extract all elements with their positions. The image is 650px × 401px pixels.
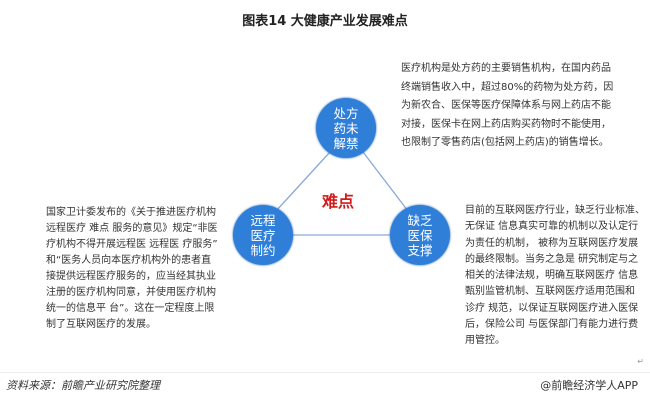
description-line: 后，保险公司 与医保部门有能力进行费	[465, 319, 639, 331]
description-right: 目前的互联网医疗行业，缺乏行业标准、无保证 信息真实可靠的机制以及认定行为责任的…	[465, 203, 645, 350]
connector-top-left	[275, 151, 331, 212]
node-text: 制约	[250, 242, 276, 258]
description-left: 国家卫计委发布的《关于推进医疗机构远程医疗 难点 服务的意见》规定“非医疗机构不…	[46, 205, 218, 333]
node-text: 药未	[333, 120, 359, 136]
node-text: 远程	[250, 212, 276, 228]
node-text: 处方	[333, 105, 359, 121]
description-line: 制了互联网医疗的发展。	[46, 319, 156, 330]
node-text: 缺乏	[407, 212, 433, 228]
description-line: 对接，医保卡在网上药店购买药物时不能使用，	[401, 118, 611, 130]
center-label: 难点	[322, 192, 355, 211]
figure-title: 图表14 大健康产业发展难点	[242, 14, 408, 29]
credit-text: @前瞻经济学人APP	[540, 379, 638, 392]
node-text: 解禁	[333, 135, 359, 151]
node-text: 支撑	[407, 242, 433, 258]
description-line: 为责任的机制， 被称为互联网医疗发展	[465, 237, 639, 249]
node-remote-medical: 远程 医疗 制约	[233, 205, 293, 265]
description-line: 终端销售收入中，超过80%的药物为处方药，因	[401, 81, 614, 93]
description-line: 注册的医疗机构同意，并使用医疗机构	[46, 287, 216, 298]
description-line: 甄别监管机制、互联网医疗适用范围和	[465, 286, 635, 298]
description-line: 也限制了零售药店(包括网上药店)的销售增长。	[401, 137, 609, 148]
connector-top-right	[362, 151, 409, 212]
source-note: 资料来源：前瞻产业研究院整理	[6, 379, 160, 392]
description-line: 用管控。	[465, 335, 505, 347]
description-line: 接提供远程医疗服务的，应当经其执业	[46, 271, 216, 282]
description-line: 无保证 信息真实可靠的机制以及认定行	[465, 221, 639, 233]
description-line: 诊疗 规范，以保证互联网医疗进入医保	[465, 302, 639, 314]
description-line: 国家卫计委发布的《关于推进医疗机构	[46, 207, 216, 218]
description-line: 疗机构不得开展远程医 远程医 疗服务”	[46, 239, 218, 250]
return-mark: ↵	[637, 357, 644, 366]
description-line: 和“医务人员向本医疗机构外的患者直	[46, 255, 212, 266]
node-insurance-support: 缺乏 医保 支撑	[390, 205, 450, 265]
description-line: 医疗机构是处方药的主要销售机构，在国内药品	[401, 63, 611, 74]
node-prescription-drugs: 处方 药未 解禁	[316, 98, 376, 158]
description-line: 目前的互联网医疗行业，缺乏行业标准、	[465, 205, 645, 216]
description-top: 医疗机构是处方药的主要销售机构，在国内药品终端销售收入中，超过80%的药物为处方…	[401, 60, 613, 153]
node-text: 医疗	[250, 227, 276, 243]
node-text: 医保	[407, 227, 433, 243]
description-line: 统一的信息平 台”。这在一定程度上限	[46, 303, 215, 314]
description-line: 的最终限制。当务之急是 研究制定与之	[465, 253, 639, 265]
footer-divider	[0, 372, 650, 373]
description-line: 相关的法律法规，明确互联网医疗 信息	[465, 270, 639, 282]
description-line: 远程医疗 难点 服务的意见》规定“非医	[46, 223, 218, 234]
description-line: 为新农合、医保等医疗保障体系与网上药店不能	[401, 100, 611, 111]
